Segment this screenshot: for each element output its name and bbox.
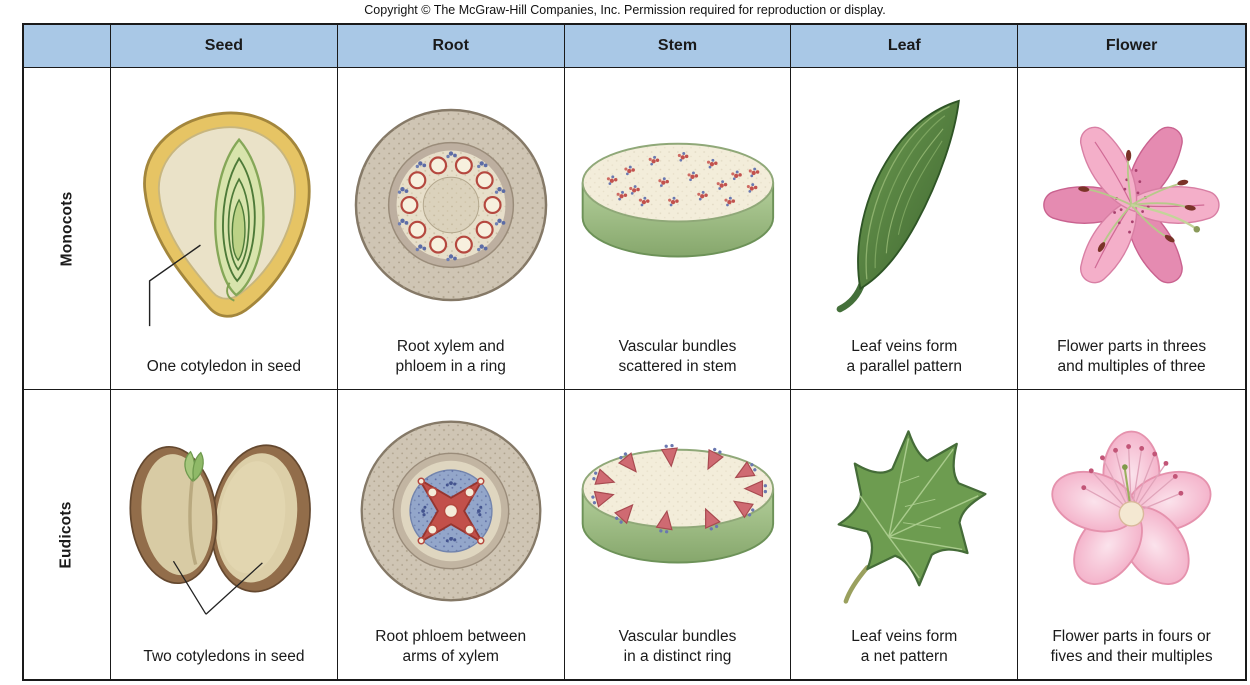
column-header-leaf: Leaf	[791, 25, 1019, 68]
eudicot-root-cross-section-illustration	[360, 420, 542, 602]
column-header-root: Root	[337, 25, 565, 68]
monocot-leaf-illustration	[836, 99, 961, 313]
flower-stigma	[1122, 463, 1128, 470]
eudicot-flower-figure	[1024, 398, 1239, 623]
caption-eudicot-leaf: Leaf veins form a net pattern	[851, 628, 958, 666]
comparison-table: Seed Root Stem Leaf Flower Monocots One …	[22, 23, 1247, 681]
monocot-flower-figure	[1024, 76, 1239, 333]
column-header-seed: Seed	[111, 25, 338, 68]
cell-monocot-seed: One cotyledon in seed	[111, 68, 338, 390]
cotyledon-pointer-line	[148, 244, 201, 326]
corner-cell	[24, 25, 111, 68]
eudicot-leaf-figure	[797, 398, 1011, 623]
lily-petals	[1043, 126, 1220, 284]
eudicot-leaf-illustration	[837, 429, 987, 604]
eudicot-seed-figure	[117, 398, 331, 643]
eudicot-seed-illustration	[129, 444, 311, 615]
embryo-axis	[188, 478, 198, 565]
phloem-patches	[420, 480, 482, 542]
row-label-monocots: Monocots	[24, 68, 111, 390]
flower-anthers	[1081, 443, 1184, 496]
caption-monocot-seed: One cotyledon in seed	[146, 358, 302, 376]
row-label-eudicots-text: Eudicots	[58, 500, 75, 569]
caption-monocot-leaf: Leaf veins form a parallel pattern	[846, 338, 963, 376]
eudicot-stem-figure	[571, 398, 785, 623]
caption-eudicot-root: Root phloem between arms of xylem	[375, 628, 527, 666]
caption-monocot-root: Root xylem and phloem in a ring	[395, 338, 506, 376]
column-header-flower: Flower	[1018, 25, 1245, 68]
lily-anthers	[1078, 149, 1196, 252]
flower-center	[1118, 500, 1145, 527]
cell-eudicot-stem: Vascular bundles in a distinct ring	[565, 390, 792, 679]
row-label-eudicots: Eudicots	[24, 390, 111, 679]
cell-monocot-root: Root xylem and phloem in a ring	[337, 68, 565, 390]
column-header-stem: Stem	[564, 25, 792, 68]
leaf-petiole	[843, 564, 870, 604]
row-label-monocots-text: Monocots	[57, 191, 75, 266]
xylem-vessels	[417, 477, 485, 545]
ring-vascular-bundles	[590, 443, 767, 534]
caption-monocot-stem: Vascular bundles scattered in stem	[618, 338, 737, 376]
xylem-ring	[400, 156, 502, 254]
cell-monocot-leaf: Leaf veins form a parallel pattern	[791, 68, 1019, 390]
lily-pistil	[1131, 203, 1197, 229]
cotyledon-pointer-line	[205, 562, 263, 615]
caption-eudicot-seed: Two cotyledons in seed	[143, 648, 305, 666]
monocot-flower-lily-illustration	[1043, 126, 1220, 284]
caption-monocot-flower: Flower parts in threes and multiples of …	[1057, 338, 1207, 376]
monocot-root-cross-section-illustration	[354, 108, 547, 301]
cotyledon-pointer-line	[172, 560, 207, 615]
cell-monocot-flower: Flower parts in threes and multiples of …	[1018, 68, 1245, 390]
monocot-root-figure	[344, 76, 558, 333]
embryo-leaf	[192, 451, 204, 482]
eudicot-flower-illustration	[1051, 430, 1212, 585]
cell-eudicot-flower: Flower parts in fours or fives and their…	[1018, 390, 1245, 679]
lily-stigma	[1193, 225, 1201, 233]
caption-eudicot-stem: Vascular bundles in a distinct ring	[618, 628, 737, 666]
cell-monocot-stem: Vascular bundles scattered in stem	[564, 68, 792, 390]
monocot-leaf-figure	[797, 76, 1011, 333]
flower-petals	[1051, 430, 1212, 585]
monocot-stem-cross-section-illustration	[581, 142, 774, 258]
scattered-vascular-bundles	[606, 151, 759, 207]
caption-eudicot-flower: Flower parts in fours or fives and their…	[1050, 628, 1213, 666]
cell-eudicot-seed: Two cotyledons in seed	[111, 390, 338, 679]
cell-eudicot-root: Root phloem between arms of xylem	[338, 390, 565, 679]
eudicot-root-figure	[344, 398, 558, 623]
phloem-clusters	[397, 151, 506, 261]
monocot-seed-figure	[117, 76, 331, 353]
eudicot-stem-cross-section-illustration	[581, 443, 774, 564]
net-veins	[859, 438, 979, 579]
copyright-notice: Copyright © The McGraw-Hill Companies, I…	[364, 3, 886, 17]
monocot-seed-illustration	[143, 111, 311, 326]
cell-eudicot-leaf: Leaf veins form a net pattern	[791, 390, 1019, 679]
monocot-stem-figure	[571, 76, 785, 333]
